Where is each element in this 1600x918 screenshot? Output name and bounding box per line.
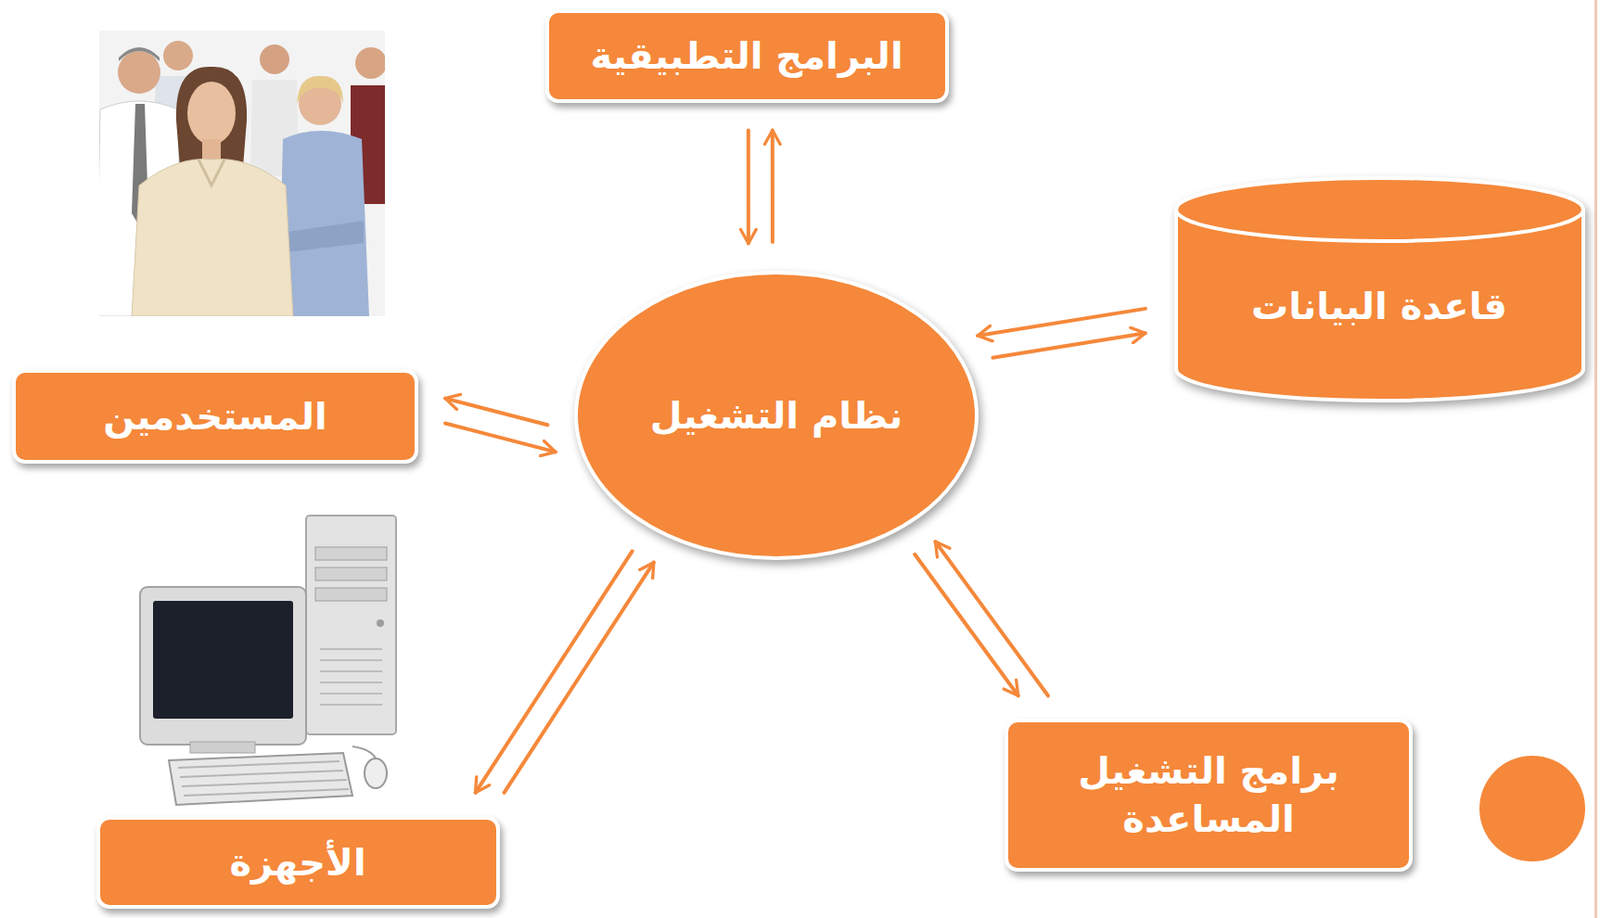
users-box: المستخدمين bbox=[12, 369, 419, 464]
monitor-frame bbox=[140, 587, 307, 745]
flow-arrow bbox=[475, 550, 633, 793]
person-head bbox=[163, 40, 193, 71]
text-wrap: الأجهزة bbox=[229, 838, 366, 887]
flow-arrow bbox=[504, 562, 654, 793]
person-head bbox=[355, 47, 385, 79]
node-label: قاعدة البيانات bbox=[1251, 281, 1508, 331]
person-arms bbox=[287, 220, 364, 253]
person-hair bbox=[118, 47, 160, 62]
os-ellipse: نظام التشغيل bbox=[573, 269, 980, 562]
cylinder-cap bbox=[1176, 209, 1584, 242]
users-photo bbox=[99, 30, 385, 317]
person-head bbox=[187, 81, 236, 145]
node-label: البرامج التطبيقية bbox=[589, 31, 903, 80]
mouse bbox=[364, 758, 387, 789]
keyboard bbox=[168, 753, 353, 806]
person-head bbox=[117, 51, 161, 94]
person-body bbox=[131, 159, 294, 317]
node-label: برامج التشغيل المساعدة bbox=[1055, 746, 1362, 844]
person-hair bbox=[296, 76, 344, 104]
person-hair bbox=[176, 66, 247, 167]
person-head bbox=[259, 44, 290, 75]
flow-arrow bbox=[445, 422, 556, 452]
flow-arrow bbox=[914, 554, 1019, 697]
utilities-box: برامج التشغيل المساعدة bbox=[1004, 718, 1413, 872]
node-label: نظام التشغيل bbox=[650, 391, 904, 440]
flow-arrow bbox=[934, 541, 1049, 696]
decor-circle bbox=[1479, 755, 1586, 862]
drive-bay bbox=[315, 588, 387, 602]
text-wrap: البرامج التطبيقية bbox=[589, 31, 903, 80]
edge-bar bbox=[1594, 0, 1598, 918]
keyboard-keys bbox=[178, 761, 349, 796]
flow-arrow bbox=[992, 332, 1145, 358]
application-box: البرامج التطبيقية bbox=[545, 9, 949, 103]
person-collar bbox=[198, 159, 225, 186]
node-label: المستخدمين bbox=[102, 392, 328, 441]
flow-arrow bbox=[445, 398, 548, 426]
monitor-stand bbox=[190, 742, 256, 754]
tower-vents bbox=[320, 649, 383, 705]
node-label: الأجهزة bbox=[229, 838, 366, 887]
drive-bay bbox=[315, 567, 387, 581]
mouse-cable bbox=[352, 746, 376, 759]
text-wrap: قاعدة البيانات bbox=[1251, 281, 1508, 331]
computer-illustration bbox=[140, 515, 397, 806]
ellipse-shape bbox=[576, 272, 977, 559]
tower-case bbox=[306, 515, 397, 735]
flow-arrow bbox=[770, 130, 775, 244]
flow-arrow bbox=[746, 130, 751, 244]
flow-arrow bbox=[977, 308, 1146, 336]
database-cylinder: قاعدة البيانات bbox=[1173, 178, 1587, 404]
text-wrap: نظام التشغيل bbox=[650, 391, 904, 440]
text-wrap: المستخدمين bbox=[102, 392, 328, 441]
power-button bbox=[376, 619, 384, 628]
person-neck bbox=[202, 139, 221, 162]
drive-bay bbox=[315, 547, 387, 561]
cylinder-body bbox=[1176, 178, 1584, 401]
monitor-screen bbox=[153, 601, 294, 719]
photo-ground bbox=[99, 30, 385, 317]
text-wrap: برامج التشغيل المساعدة bbox=[1055, 746, 1362, 844]
hardware-box: الأجهزة bbox=[96, 816, 500, 909]
